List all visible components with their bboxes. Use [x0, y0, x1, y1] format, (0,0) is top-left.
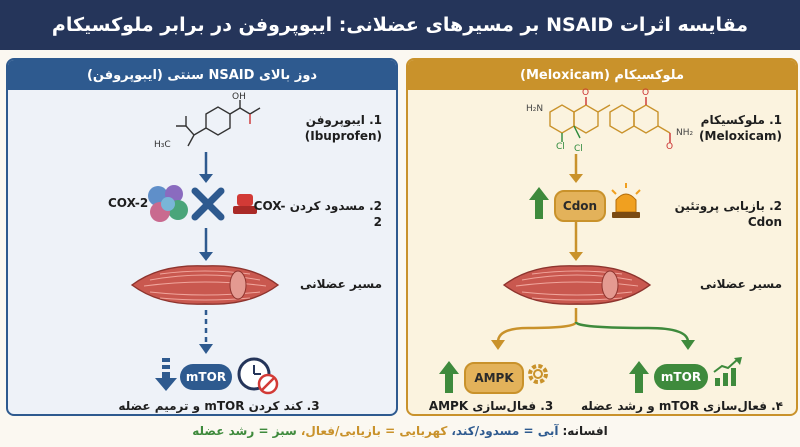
- meloxicam-o2-label: O: [642, 88, 650, 98]
- arrow-down-icon: [569, 222, 583, 261]
- growth-chart-icon: [713, 357, 742, 386]
- up-arrow-icon: [629, 361, 649, 393]
- arrow-down-icon: [199, 228, 213, 261]
- ibuprofen-oh-label: OH: [232, 92, 246, 102]
- legend: افسانه: آبی = مسدود/کند، کهربایی = بازیا…: [0, 418, 800, 444]
- arrow-down-icon: [569, 154, 583, 183]
- meloxicam-panel-body: H₂N NH₂ Cl Cl O O O 1. ملوکسیکام (Meloxi…: [408, 88, 796, 414]
- ibuprofen-mtor-pill: mTOR: [180, 364, 232, 390]
- up-arrow-icon: [529, 187, 549, 219]
- meloxicam-cl1-label: Cl: [556, 142, 565, 152]
- slow-down-arrow-icon: [155, 358, 177, 391]
- meloxicam-step3: 3. فعال‌سازی AMPK: [428, 399, 554, 413]
- alarm-light-icon: [611, 183, 641, 218]
- ibuprofen-step1-fa: 1. ایبوپروفن: [305, 113, 382, 127]
- meloxicam-h2n-label: H₂N: [526, 104, 544, 114]
- legend-green: سبز = رشد عضله: [192, 424, 297, 438]
- meloxicam-o3-label: O: [666, 142, 674, 152]
- ibuprofen-step2: 2. مسدود کردن COX-2: [253, 199, 382, 229]
- legend-label: افسانه:: [562, 424, 608, 438]
- ibuprofen-step1-en: (Ibuprofen): [304, 129, 382, 143]
- ampk-pill: AMPK: [464, 362, 524, 394]
- dashed-arrow-down-icon: [199, 310, 213, 354]
- ibuprofen-muscle-label: مسیر عضلانی: [300, 277, 382, 291]
- muscle-icon: [130, 265, 280, 305]
- ibuprofen-step3: 3. کند کردن mTOR و ترمیم عضله: [118, 399, 320, 413]
- meloxicam-molecule-icon: [549, 97, 671, 143]
- ibuprofen-molecule-icon: [176, 100, 261, 147]
- meloxicam-step4: ۴. فعال‌سازی mTOR و رشد عضله: [581, 399, 783, 413]
- arrow-down-icon: [199, 152, 213, 183]
- cox2-label: COX-2: [108, 196, 149, 210]
- meloxicam-panel-header: ملوکسیکام (Meloxicam): [408, 60, 796, 90]
- gear-icon: [528, 364, 548, 384]
- meloxicam-mtor-pill: mTOR: [654, 364, 708, 390]
- clock-stop-icon: [237, 357, 279, 395]
- ibuprofen-panel: دوز بالای NSAID سنتی (ایبوپروفن) OH H₃C …: [6, 58, 398, 416]
- meloxicam-nh2-label: NH₂: [676, 128, 694, 138]
- meloxicam-step1-en: (Meloxicam): [699, 129, 782, 143]
- ibuprofen-panel-body: OH H₃C 1. ایبوپروفن (Ibuprofen) COX-2: [8, 90, 396, 414]
- branch-arrows-icon: [491, 308, 695, 350]
- ibuprofen-step1: 1. ایبوپروفن (Ibuprofen): [262, 112, 382, 144]
- meloxicam-step2: 2. بازیابی پروتئین Cdon: [674, 199, 782, 229]
- up-arrow-icon: [439, 361, 459, 393]
- legend-amber: کهربایی = بازیابی/فعال،: [300, 424, 448, 438]
- cox2-enzyme-icon: [148, 185, 188, 222]
- meloxicam-step1: 1. ملوکسیکام (Meloxicam): [672, 112, 782, 144]
- ibuprofen-panel-header: دوز بالای NSAID سنتی (ایبوپروفن): [8, 60, 396, 90]
- meloxicam-panel: ملوکسیکام (Meloxicam) H₂N NH₂ Cl Cl O O …: [406, 58, 798, 416]
- legend-blue: آبی = مسدود/کند،: [451, 424, 559, 438]
- ibuprofen-h3c-label: H₃C: [154, 140, 171, 150]
- meloxicam-o1-label: O: [582, 88, 590, 98]
- meloxicam-step1-fa: 1. ملوکسیکام: [700, 113, 782, 127]
- muscle-icon: [502, 265, 652, 305]
- stop-button-icon: [233, 194, 257, 214]
- page-title: مقایسه اثرات NSAID بر مسیرهای عضلانی: ای…: [0, 0, 800, 50]
- meloxicam-cl2-label: Cl: [574, 144, 583, 154]
- meloxicam-muscle-label: مسیر عضلانی: [700, 277, 782, 291]
- block-x-icon: [191, 187, 225, 221]
- cdon-pill: Cdon: [554, 190, 606, 222]
